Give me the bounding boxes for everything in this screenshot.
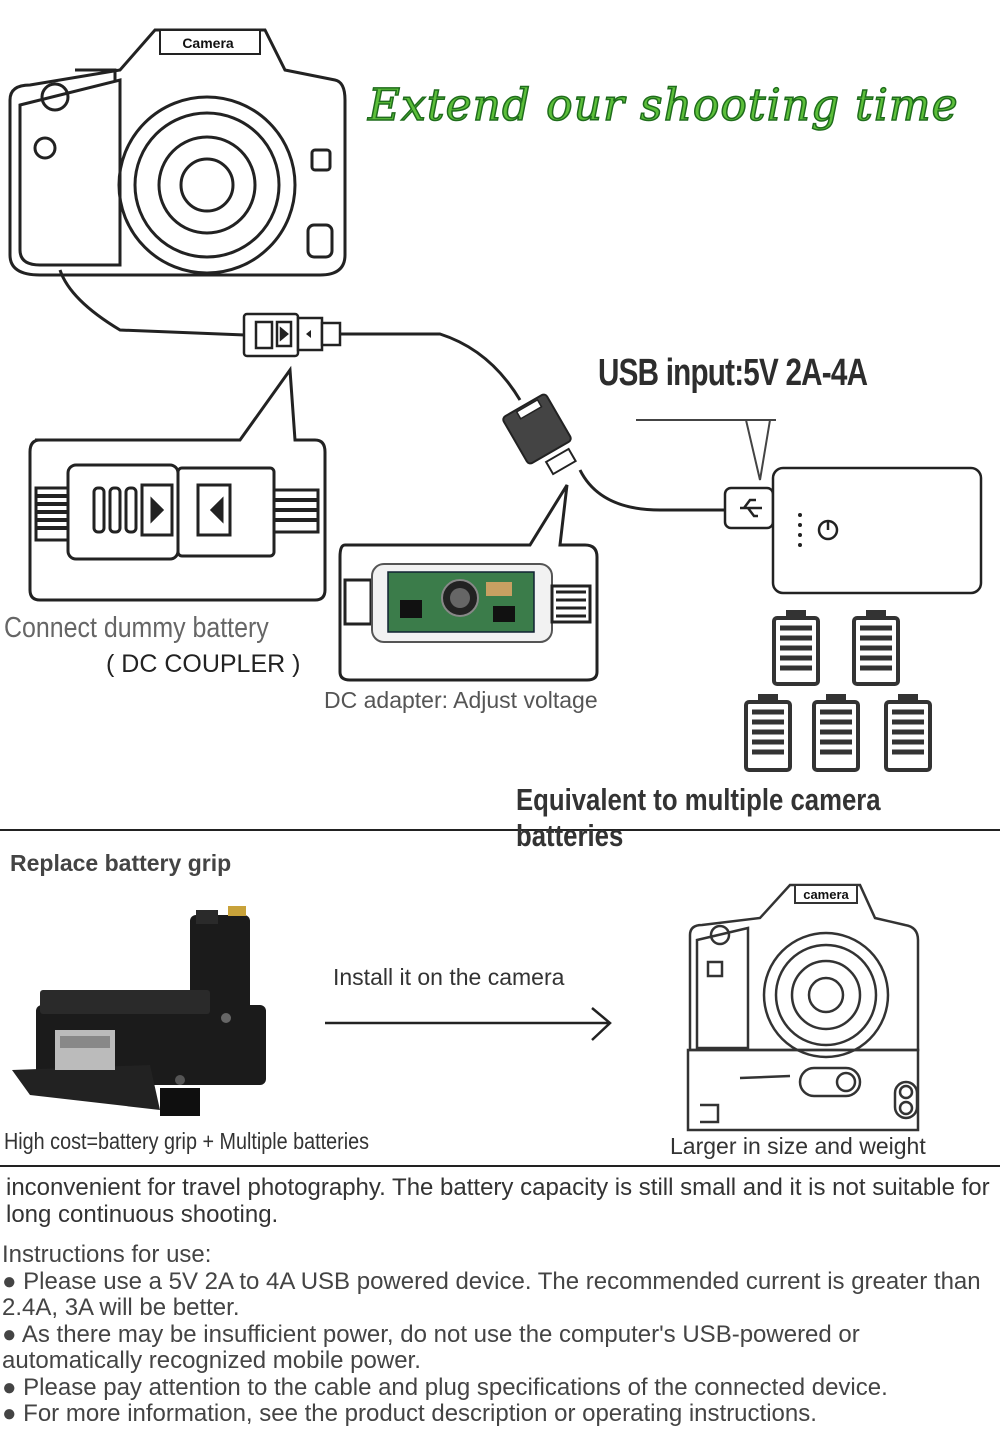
battery-icon <box>812 694 860 772</box>
camera-top-label-box <box>159 29 261 55</box>
dc-coupler-label: ( DC COUPLER ) <box>106 650 301 678</box>
cable-to-adapter <box>340 332 522 401</box>
dc-adapter-circuit-board <box>343 563 592 643</box>
install-label: Install it on the camera <box>333 964 565 990</box>
bullet-icon: ● <box>2 1320 17 1348</box>
install-arrow <box>325 1007 612 1041</box>
battery-icon <box>772 610 820 686</box>
bullet-icon: ● <box>2 1400 17 1427</box>
battery-grip-image <box>12 906 266 1116</box>
camera-label-top: Camera <box>182 35 234 51</box>
usb-input-label: USB input:5V 2A-4A <box>598 352 868 394</box>
bullet-icon: ● <box>2 1373 17 1401</box>
camera-cable <box>58 269 246 337</box>
battery-icon <box>744 694 792 772</box>
battery-icons <box>744 610 932 772</box>
dummy-plug-small <box>242 312 342 358</box>
dummy-battery-callout <box>28 365 327 602</box>
headline: Extend our shooting time <box>367 79 959 132</box>
power-bank <box>771 466 983 595</box>
equivalent-label: Equivalent to multiple camera batteries <box>516 782 881 853</box>
bullet-icon: ● <box>2 1267 17 1295</box>
instruction-text: For more information, see the product de… <box>23 1400 817 1427</box>
cable-to-usb <box>578 469 725 512</box>
power-bank-led-dots <box>798 513 802 547</box>
camera-outline-top <box>8 28 347 277</box>
dummy-battery-label: Connect dummy battery <box>4 612 269 644</box>
section-title: Replace battery grip <box>10 850 232 876</box>
instruction-text: Please pay attention to the cable and pl… <box>23 1373 888 1401</box>
paragraph: inconvenient for travel photography. The… <box>6 1174 990 1228</box>
instructions-title: Instructions for use: <box>2 1241 212 1268</box>
instructions: Instructions for use: ● Please use a 5V … <box>2 1241 998 1428</box>
usb-plug <box>723 486 775 530</box>
dc-adapter-callout <box>338 484 599 682</box>
instruction-item: ● Please pay attention to the cable and … <box>2 1373 998 1402</box>
dc-coupler-plug-large <box>34 463 320 561</box>
dc-adapter-caption: DC adapter: Adjust voltage <box>324 687 598 713</box>
instruction-item: ● For more information, see the product … <box>2 1400 998 1428</box>
size-label: Larger in size and weight <box>670 1133 926 1159</box>
usb-callout-pointer <box>636 419 776 481</box>
instruction-text: Please use a 5V 2A to 4A USB powered dev… <box>2 1267 981 1321</box>
camera-label-bottom: camera <box>803 887 849 902</box>
camera-with-grip-outline <box>686 883 920 1132</box>
instruction-item: ● As there may be insufficient power, do… <box>2 1320 998 1375</box>
dc-adapter-body <box>502 393 577 476</box>
battery-icon <box>884 694 932 772</box>
battery-icon <box>852 610 900 686</box>
instruction-text: As there may be insufficient power, do n… <box>2 1320 860 1374</box>
cost-label: High cost=battery grip + Multiple batter… <box>4 1128 370 1154</box>
instruction-item: ● Please use a 5V 2A to 4A USB powered d… <box>2 1267 998 1322</box>
camera-bottom-label-box <box>794 884 858 904</box>
